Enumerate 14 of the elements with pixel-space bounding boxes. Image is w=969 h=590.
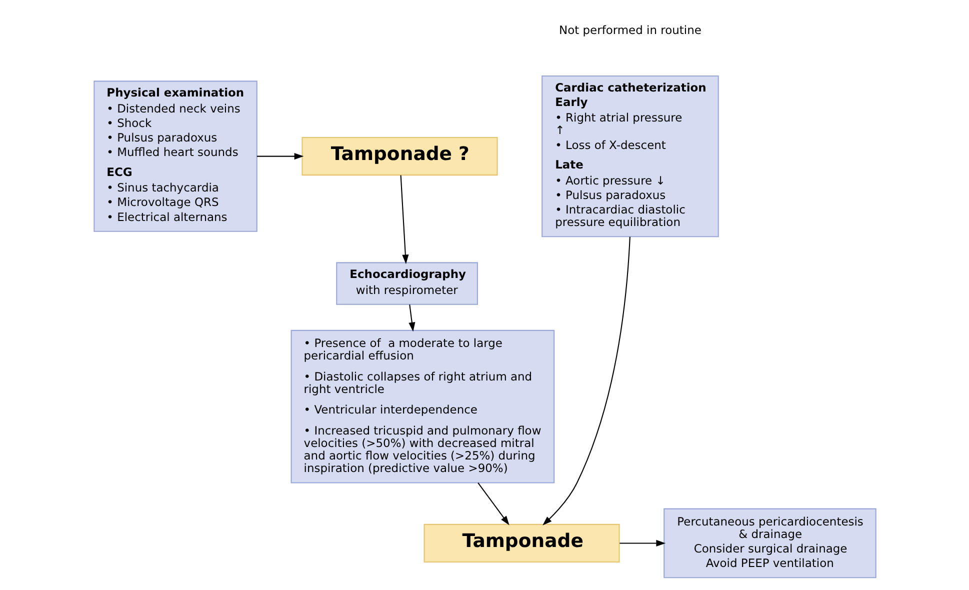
arrow — [542, 236, 630, 526]
node-box: Tamponade ? — [301, 137, 498, 176]
node-box: • Presence of a moderate to large pericardial effusion • Diastolic collapses of right atrium and right ventricle • Ventricular interdependence • Increased tricuspid and pulmonary flow velocities (>50%) with decreased mitral and aortic flow velocities (>25%) during inspiration (predictive value >90%) — [290, 330, 554, 484]
arrow — [477, 482, 509, 526]
node-box: Physical examination • Distended neck veins • Shock • Pulsus paradoxus • Muffled heart sounds ECG • Sinus tachycardia • Microvoltage QRS • Electrical alternans — [93, 80, 257, 232]
node-box: Echocardiography with respirometer — [336, 262, 478, 305]
node-label: Not performed in routine — [558, 23, 701, 38]
arrow — [619, 540, 666, 546]
node-box: Tamponade — [423, 524, 620, 562]
arrow — [408, 304, 415, 332]
arrow — [256, 153, 304, 160]
arrow — [400, 175, 408, 264]
node-box: Cardiac catheterization Early • Right atrial pressure ↑ • Loss of X-descent Late • Aortic pressure ↓ • Pulsus paradoxus • Intracardiac diastolic pressure equilibration — [541, 75, 718, 238]
node-box: Percutaneous pericardiocentesis & drainage Consider surgical drainage Avoid PEEP ventilation — [663, 508, 876, 578]
